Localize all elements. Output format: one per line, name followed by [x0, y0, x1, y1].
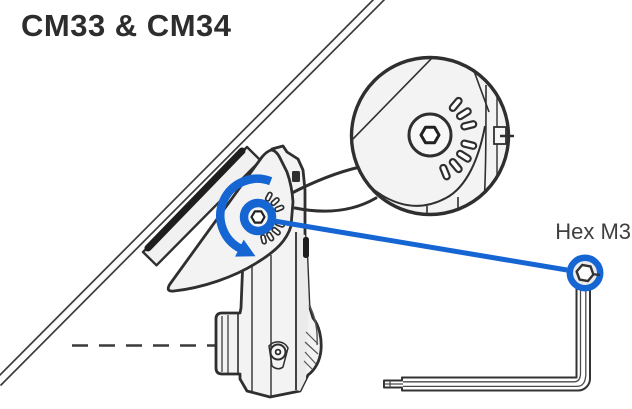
side-hatching [303, 304, 319, 370]
windshield-glass [0, 0, 386, 387]
magnified-ratchet-teeth [439, 96, 478, 181]
magnifier-leader-lines [288, 165, 378, 213]
magnified-hex-bolt [407, 112, 453, 158]
adhesive-pad [144, 147, 246, 252]
mount-foot [141, 145, 262, 267]
magnifier-circle [349, 55, 514, 217]
hex-m3-label: Hex M3 [555, 219, 631, 244]
ratchet-teeth [260, 191, 286, 245]
lens-barrel [221, 313, 239, 375]
rotation-arrow-icon [216, 174, 273, 257]
callout-line [261, 216, 568, 273]
hex-key-head-callout [566, 254, 604, 292]
pivot-hex-bolt [239, 198, 277, 236]
page-title: CM33 & CM34 [21, 8, 232, 43]
mount-bracket [166, 148, 295, 293]
hex-key-tool [383, 286, 591, 392]
top-port [292, 171, 300, 182]
side-button [303, 237, 309, 258]
body-screw [268, 341, 289, 370]
